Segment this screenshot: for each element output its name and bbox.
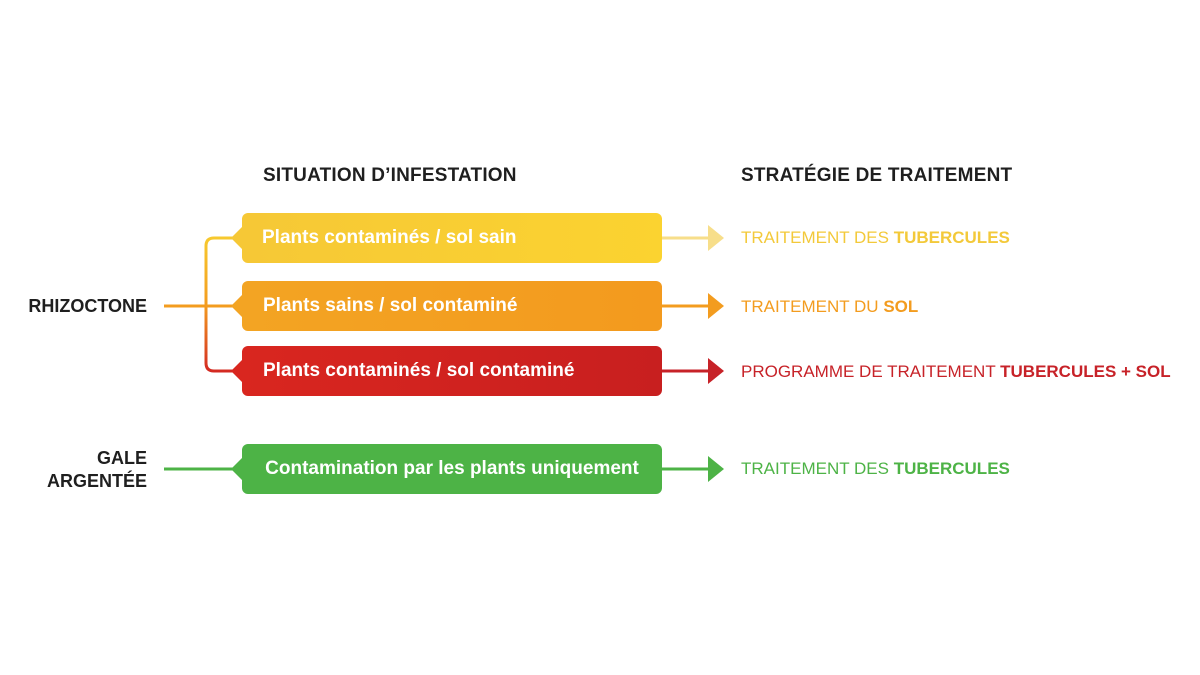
situation-text-1: Plants contaminés / sol sain [262, 227, 517, 248]
situation-box-1: Plants contaminés / sol sain [231, 213, 662, 263]
strategy-4-bold: TUBERCULES [893, 459, 1010, 478]
arrow-head-row-4 [708, 456, 724, 482]
strategy-1: TRAITEMENT DES TUBERCULES [741, 228, 1010, 248]
strategy-3-prefix: PROGRAMME DE TRAITEMENT [741, 362, 1001, 381]
situation-text-3: Plants contaminés / sol contaminé [263, 360, 575, 381]
situation-text-4: Contamination par les plants uniquement [265, 458, 639, 479]
situation-header: SITUATION D’INFESTATION [263, 165, 517, 186]
strategy-2: TRAITEMENT DU SOL [741, 297, 918, 317]
strategy-3-bold: TUBERCULES + SOL [1000, 362, 1171, 381]
gale-label-line-1: GALE [96, 448, 147, 468]
situation-box-2: Plants sains / sol contaminé [231, 281, 662, 331]
strategy-2-bold: SOL [883, 297, 919, 316]
rhizoctone-label: RHIZOCTONE [28, 296, 147, 316]
arrow-head-row-1 [708, 225, 724, 251]
arrow-head-row-2 [708, 293, 724, 319]
gale-label-line-2: ARGENTÉE [46, 471, 147, 491]
situation-box-3: Plants contaminés / sol contaminé [231, 346, 662, 396]
strategy-4: TRAITEMENT DES TUBERCULES [741, 459, 1010, 479]
strategy-4-prefix: TRAITEMENT DES [741, 459, 894, 478]
strategy-header: STRATÉGIE DE TRAITEMENT [741, 165, 1013, 186]
strategy-3: PROGRAMME DE TRAITEMENT TUBERCULES + SOL [741, 362, 1171, 382]
strategy-1-prefix: TRAITEMENT DES [741, 228, 894, 247]
situation-text-2: Plants sains / sol contaminé [263, 295, 518, 316]
strategy-2-prefix: TRAITEMENT DU [741, 297, 884, 316]
strategy-1-bold: TUBERCULES [893, 228, 1010, 247]
rhizoctone-bracket [204, 236, 240, 373]
gale-argentee-label: GALE ARGENTÉE [47, 447, 147, 493]
arrow-head-row-3 [708, 358, 724, 384]
situation-box-4: Contamination par les plants uniquement [231, 444, 662, 494]
